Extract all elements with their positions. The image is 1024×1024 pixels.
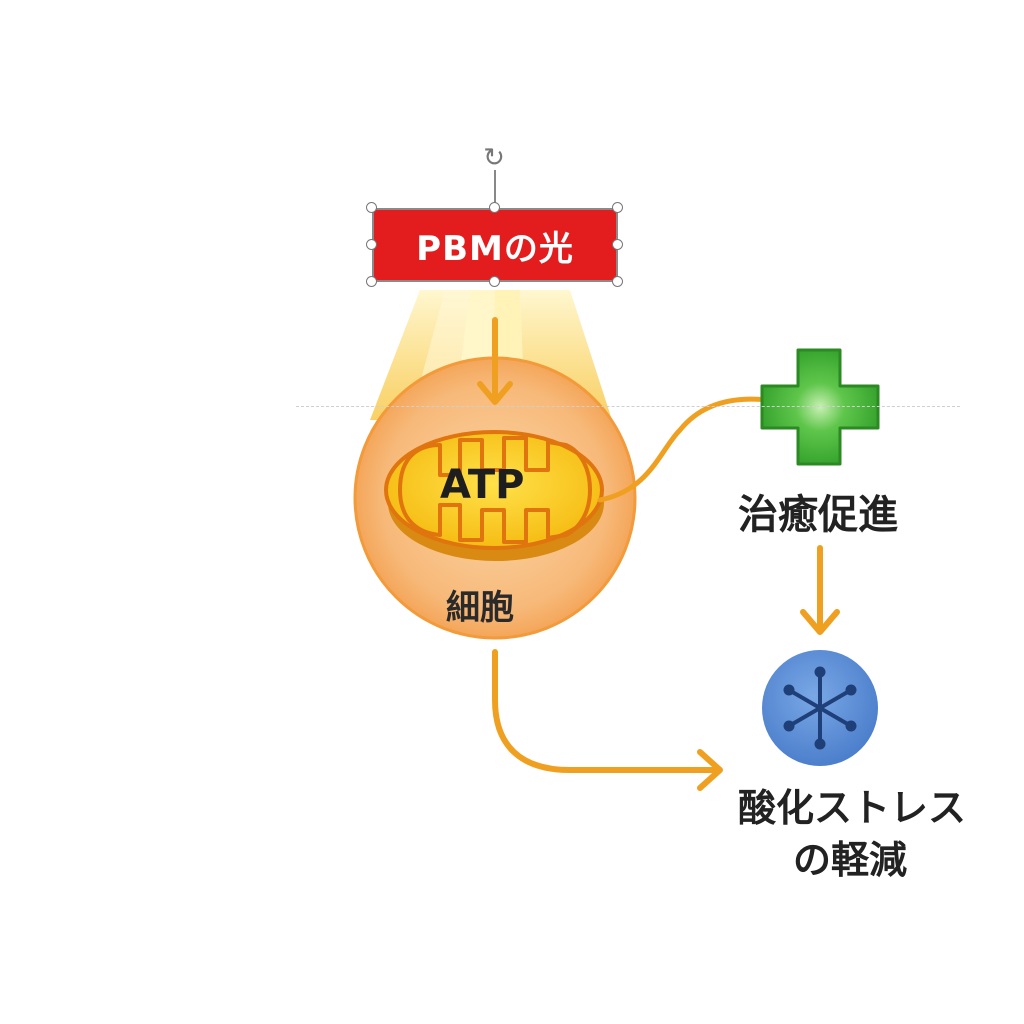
resize-handle-tl[interactable]: [366, 202, 377, 213]
antioxidant-icon: [762, 650, 878, 766]
oxidative-stress-line2: の軽減: [792, 838, 907, 882]
mitochondria: [384, 430, 604, 561]
healing-label: 治癒促進: [738, 492, 898, 538]
oxidative-stress-label: 酸化ストレス の軽減: [738, 782, 967, 886]
arrow-healing-to-oxidative: [800, 545, 840, 635]
rotate-icon[interactable]: ↻: [483, 143, 505, 173]
alignment-guide: [296, 406, 960, 407]
resize-handle-tc[interactable]: [489, 202, 500, 213]
medical-cross-icon: [760, 348, 880, 466]
resize-handle-bl[interactable]: [366, 276, 377, 287]
cell-label: 細胞: [446, 588, 514, 628]
arrow-light-to-cell: [477, 317, 513, 405]
connector-to-healing: [597, 396, 771, 503]
resize-handle-br[interactable]: [612, 276, 623, 287]
resize-handle-bc[interactable]: [489, 276, 500, 287]
pbm-light-box[interactable]: PBMの光: [372, 208, 618, 282]
pbm-light-label: PBMの光: [416, 228, 574, 269]
oxidative-stress-line1: 酸化ストレス: [738, 786, 967, 830]
rotation-handle-stem: [494, 170, 496, 208]
resize-handle-ml[interactable]: [366, 239, 377, 250]
resize-handle-mr[interactable]: [612, 239, 623, 250]
atp-label: ATP: [440, 462, 525, 508]
arrow-cell-to-oxidative: [492, 649, 723, 791]
resize-handle-tr[interactable]: [612, 202, 623, 213]
